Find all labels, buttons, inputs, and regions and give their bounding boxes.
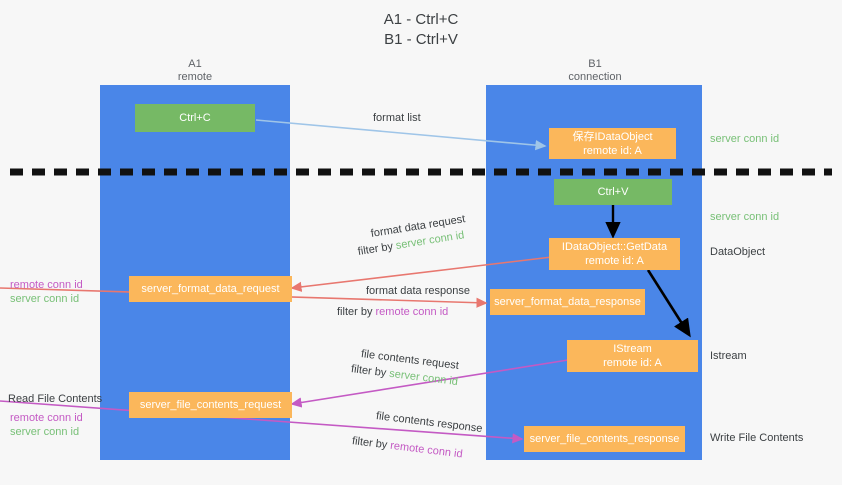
left-label-server-conn-id-1: server conn id [10,293,80,305]
box-server-file-contents-request[interactable]: server_file_contents_request [129,392,292,418]
edge-label-file-contents-response: file contents response [375,410,484,436]
left-label-server-conn-id-2: server conn id [10,426,80,438]
remote-conn-id-token: remote conn id [375,306,449,318]
right-label-dataobject: DataObject [710,246,766,258]
edge-label-file-contents-response-filter: filter by remote conn id [351,434,463,462]
filter-by-text: filter by [351,435,392,452]
left-label-remote-conn-id-2: remote conn id [10,412,83,424]
edge-label-format-data-response-filter: filter by remote conn id [337,305,448,320]
box-server-format-data-request[interactable]: server_format_data_request [129,276,292,302]
box-ctrl-v[interactable]: Ctrl+V [554,179,672,205]
edge-label-format-data-response: format data response [366,285,470,297]
filter-by-text: filter by [337,306,376,318]
right-label-write-file-contents: Write File Contents [710,432,804,444]
lane-header-a1: A1 remote [177,58,213,83]
box-server-format-data-response[interactable]: server_format_data_response [490,289,645,315]
edge-label-format-list: format list [373,112,421,124]
remote-conn-id-token: remote conn id [389,439,464,461]
right-label-server-conn-id-top: server conn id [710,133,780,145]
lane-header-b1: B1 connection [568,58,622,83]
box-idataobject-getdata[interactable]: IDataObject::GetData remote id: A [549,238,680,270]
box-istream[interactable]: IStream remote id: A [567,340,698,372]
box-ctrl-c[interactable]: Ctrl+C [135,104,255,132]
left-label-remote-conn-id-1: remote conn id [10,279,83,291]
filter-by-text: filter by [356,240,397,258]
left-label-read-file-contents: Read File Contents [8,393,103,405]
right-label-istream: Istream [710,350,747,362]
box-server-file-contents-response[interactable]: server_file_contents_response [524,426,685,452]
page-title: A1 - Ctrl+C B1 - Ctrl+V [383,11,459,48]
filter-by-text: filter by [350,363,391,380]
box-idataobject-top[interactable]: 保存IDataObject remote id: A [549,128,676,159]
right-label-server-conn-id-mid: server conn id [710,211,780,223]
